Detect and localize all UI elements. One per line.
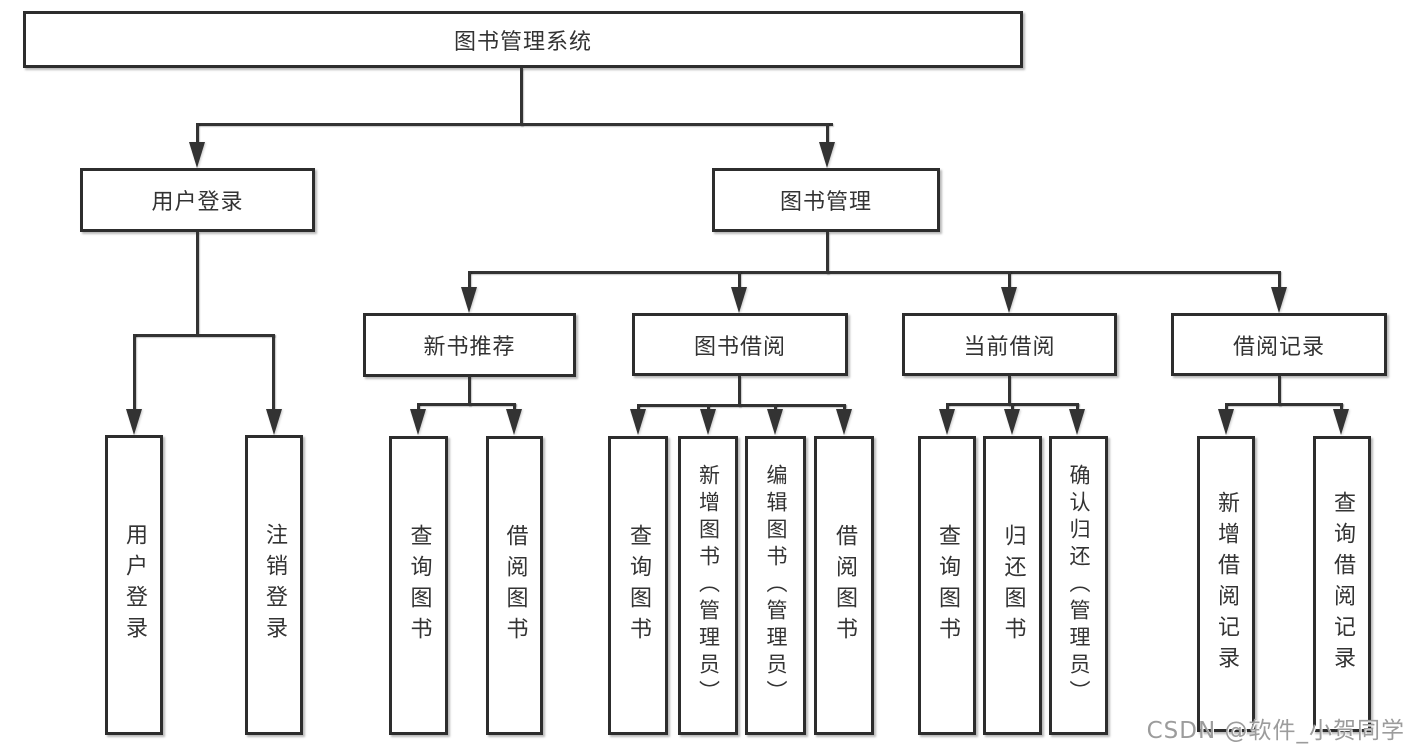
arrow-down-icon [266,409,282,435]
leaf-borrow-books-recommend-label: 借阅图书 [502,523,528,648]
leaf-query-books-recommend-label: 查询图书 [406,523,432,648]
leaf-user-login-label: 用户登录 [122,523,147,647]
connector-l3-shaft [738,271,741,291]
connector-userlogin-split [133,334,275,337]
leaf-confirm-return-admin-label: 确认归还（管理员） [1067,464,1091,707]
node-root-label: 图书管理系统 [453,29,592,55]
connector-newbook-down [468,376,471,406]
node-current-borrowing-label: 当前借阅 [963,334,1056,360]
connector-newbook-split [417,403,516,406]
leaf-edit-book-admin-label: 编辑图书（管理员） [764,464,788,707]
leaf-query-books-recommend: 查询图书 [389,436,448,735]
arrow-down-icon [1218,409,1234,435]
connector-root-down [520,68,523,126]
arrow-down-icon [1001,287,1017,313]
arrow-down-icon [506,409,522,435]
connector-records-split [1225,403,1343,406]
leaf-borrow-books-recommend: 借阅图书 [486,436,543,735]
node-borrow-records: 借阅记录 [1171,313,1387,376]
leaf-query-books-current-label: 查询图书 [935,523,960,648]
arrow-down-icon [630,409,646,435]
leaf-add-borrow-record-label: 新增借阅记录 [1214,491,1239,677]
arrow-down-icon [461,287,477,313]
connector-bookmgmt-shaft [826,123,829,146]
leaf-query-books-borrowing-label: 查询图书 [626,523,651,648]
node-borrow-records-label: 借阅记录 [1232,334,1325,360]
connector-leaf-shaft [272,334,275,412]
arrow-down-icon [410,409,426,435]
connector-l3-shaft [1008,271,1011,291]
connector-userlogin-down [196,232,199,336]
arrow-down-icon [731,287,747,313]
arrow-down-icon [1069,409,1085,435]
arrow-down-icon [767,409,783,435]
arrow-down-icon [939,409,955,435]
leaf-add-book-admin-label: 新增图书（管理员） [696,464,721,707]
leaf-query-borrow-record: 查询借阅记录 [1313,436,1371,732]
leaf-borrow-books-borrowing-label: 借阅图书 [832,523,857,648]
connector-level2-split [196,123,833,126]
node-book-borrowing: 图书借阅 [632,313,848,376]
arrow-down-icon [836,409,852,435]
leaf-logout: 注销登录 [245,435,303,735]
node-user-login-label: 用户登录 [151,190,244,215]
arrow-down-icon [1271,287,1287,313]
watermark: CSDN @软件_小贺同学 [1146,718,1405,744]
leaf-borrow-books-borrowing: 借阅图书 [814,436,874,735]
connector-level3-split [468,271,1280,274]
leaf-logout-label: 注销登录 [262,523,287,647]
arrow-down-icon [126,409,142,435]
connector-l3-shaft [1278,271,1281,291]
node-book-borrowing-label: 图书借阅 [693,334,786,360]
leaf-confirm-return-admin: 确认归还（管理员） [1049,436,1108,735]
leaf-edit-book-admin: 编辑图书（管理员） [745,436,806,735]
node-book-management-label: 图书管理 [779,190,872,215]
leaf-add-borrow-record: 新增借阅记录 [1197,436,1255,732]
connector-borrowing-split [637,404,846,407]
leaf-query-borrow-record-label: 查询借阅记录 [1330,491,1355,677]
node-root: 图书管理系统 [23,11,1023,68]
connector-bookmgmt-down [826,232,829,274]
arrow-down-icon [819,142,835,168]
leaf-query-books-borrowing: 查询图书 [608,436,668,735]
node-new-book-recommend-label: 新书推荐 [423,335,516,360]
leaf-add-book-admin: 新增图书（管理员） [678,436,738,735]
arrow-down-icon [189,142,205,168]
node-new-book-recommend: 新书推荐 [363,313,576,377]
connector-current-down [1008,376,1011,406]
arrow-down-icon [700,409,716,435]
connector-userlogin-shaft [196,123,199,146]
leaf-return-book-label: 归还图书 [1000,523,1026,648]
node-current-borrowing: 当前借阅 [902,313,1117,376]
connector-l3-shaft [468,271,471,291]
node-book-management: 图书管理 [712,168,940,232]
connector-borrowing-down [738,376,741,407]
arrow-down-icon [1004,409,1020,435]
node-user-login: 用户登录 [80,168,315,232]
leaf-query-books-current: 查询图书 [918,436,976,735]
leaf-user-login: 用户登录 [105,435,163,735]
leaf-return-book: 归还图书 [983,436,1042,735]
connector-leaf-shaft [133,334,136,412]
connector-records-down [1278,376,1281,406]
arrow-down-icon [1333,409,1349,435]
